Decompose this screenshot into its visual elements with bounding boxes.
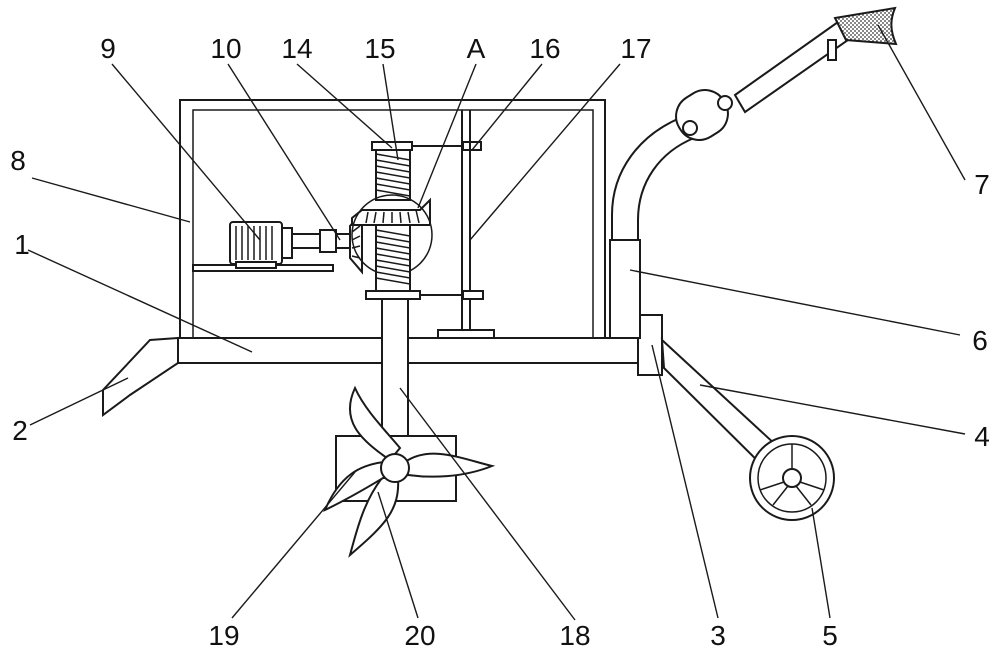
label-15: 15 xyxy=(364,33,395,64)
scraper-blade xyxy=(102,336,179,417)
label-a: A xyxy=(467,33,486,64)
label-17: 17 xyxy=(620,33,651,64)
vertical-shaft xyxy=(381,298,409,440)
label-2: 2 xyxy=(12,415,28,446)
label-7: 7 xyxy=(974,169,990,200)
label-20: 20 xyxy=(404,620,435,651)
labels: 1 2 3 4 5 6 7 8 9 10 14 15 A 16 17 18 19… xyxy=(10,33,990,651)
label-16: 16 xyxy=(529,33,560,64)
driven-bevel-gear xyxy=(351,194,433,276)
label-19: 19 xyxy=(208,620,239,651)
wheel xyxy=(749,435,835,521)
connector-block xyxy=(637,314,663,376)
label-18: 18 xyxy=(559,620,590,651)
handle xyxy=(611,6,898,241)
label-1: 1 xyxy=(14,229,30,260)
motor xyxy=(229,221,293,269)
handle-grip xyxy=(833,6,898,46)
leader-lines xyxy=(27,24,966,621)
label-4: 4 xyxy=(974,421,990,452)
motor-shaft xyxy=(291,229,351,253)
lower-spring xyxy=(375,224,411,292)
label-14: 14 xyxy=(281,33,312,64)
label-3: 3 xyxy=(710,620,726,651)
label-8: 8 xyxy=(10,145,26,176)
label-5: 5 xyxy=(822,620,838,651)
label-9: 9 xyxy=(100,33,116,64)
cutter-blades xyxy=(323,385,496,558)
upper-spring xyxy=(375,149,411,201)
handle-post xyxy=(609,239,641,339)
label-6: 6 xyxy=(972,325,988,356)
label-10: 10 xyxy=(210,33,241,64)
